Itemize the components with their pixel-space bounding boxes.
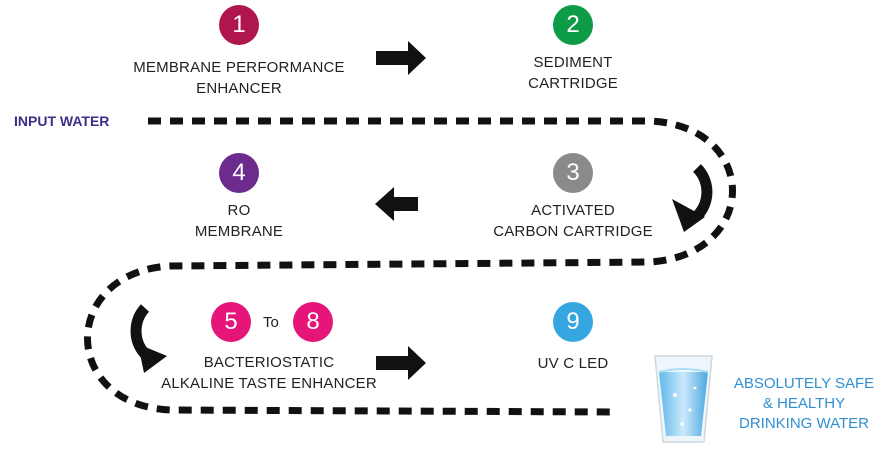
- step-1-badge: 1: [219, 5, 259, 45]
- step-8-number: 8: [306, 308, 320, 335]
- step-1-number: 1: [232, 11, 246, 38]
- step-3-number: 3: [566, 159, 580, 186]
- input-water-label: INPUT WATER: [14, 113, 110, 129]
- step-2-number: 2: [566, 11, 580, 38]
- right-arrow-icon: [376, 41, 426, 75]
- curved-arrow-icon: [130, 304, 167, 373]
- step-3-label: ACTIVATED CARBON CARTRIDGE: [493, 202, 653, 240]
- water-glass-icon: [654, 355, 713, 443]
- step-5-number: 5: [224, 308, 238, 335]
- step-9-number: 9: [566, 308, 580, 335]
- step-8-badge: 8: [293, 302, 333, 342]
- step-4-badge: 4: [219, 153, 259, 193]
- step-3-badge: 3: [553, 153, 593, 193]
- step-5-badge: 5: [211, 302, 251, 342]
- step-1-label: MEMBRANE PERFORMANCE ENHANCER: [133, 59, 345, 97]
- step-4-label: RO MEMBRANE: [194, 202, 284, 240]
- step-9-label: UV C LED: [537, 355, 609, 372]
- output-label: ABSOLUTELY SAFE & HEALTHY DRINKING WATER: [733, 375, 875, 432]
- right-arrow-icon: [376, 346, 426, 380]
- to-connector-text: To: [263, 314, 279, 331]
- step-5-8-label: BACTERIOSTATIC ALKALINE TASTE ENHANCER: [161, 354, 377, 392]
- step-2-label: SEDIMENT CARTRIDGE: [528, 54, 618, 92]
- left-arrow-icon: [375, 187, 418, 221]
- curved-arrow-icon: [672, 164, 713, 232]
- step-9-badge: 9: [553, 302, 593, 342]
- step-2-badge: 2: [553, 5, 593, 45]
- dashed-flow-line: [84, 117, 736, 416]
- step-4-number: 4: [232, 159, 246, 186]
